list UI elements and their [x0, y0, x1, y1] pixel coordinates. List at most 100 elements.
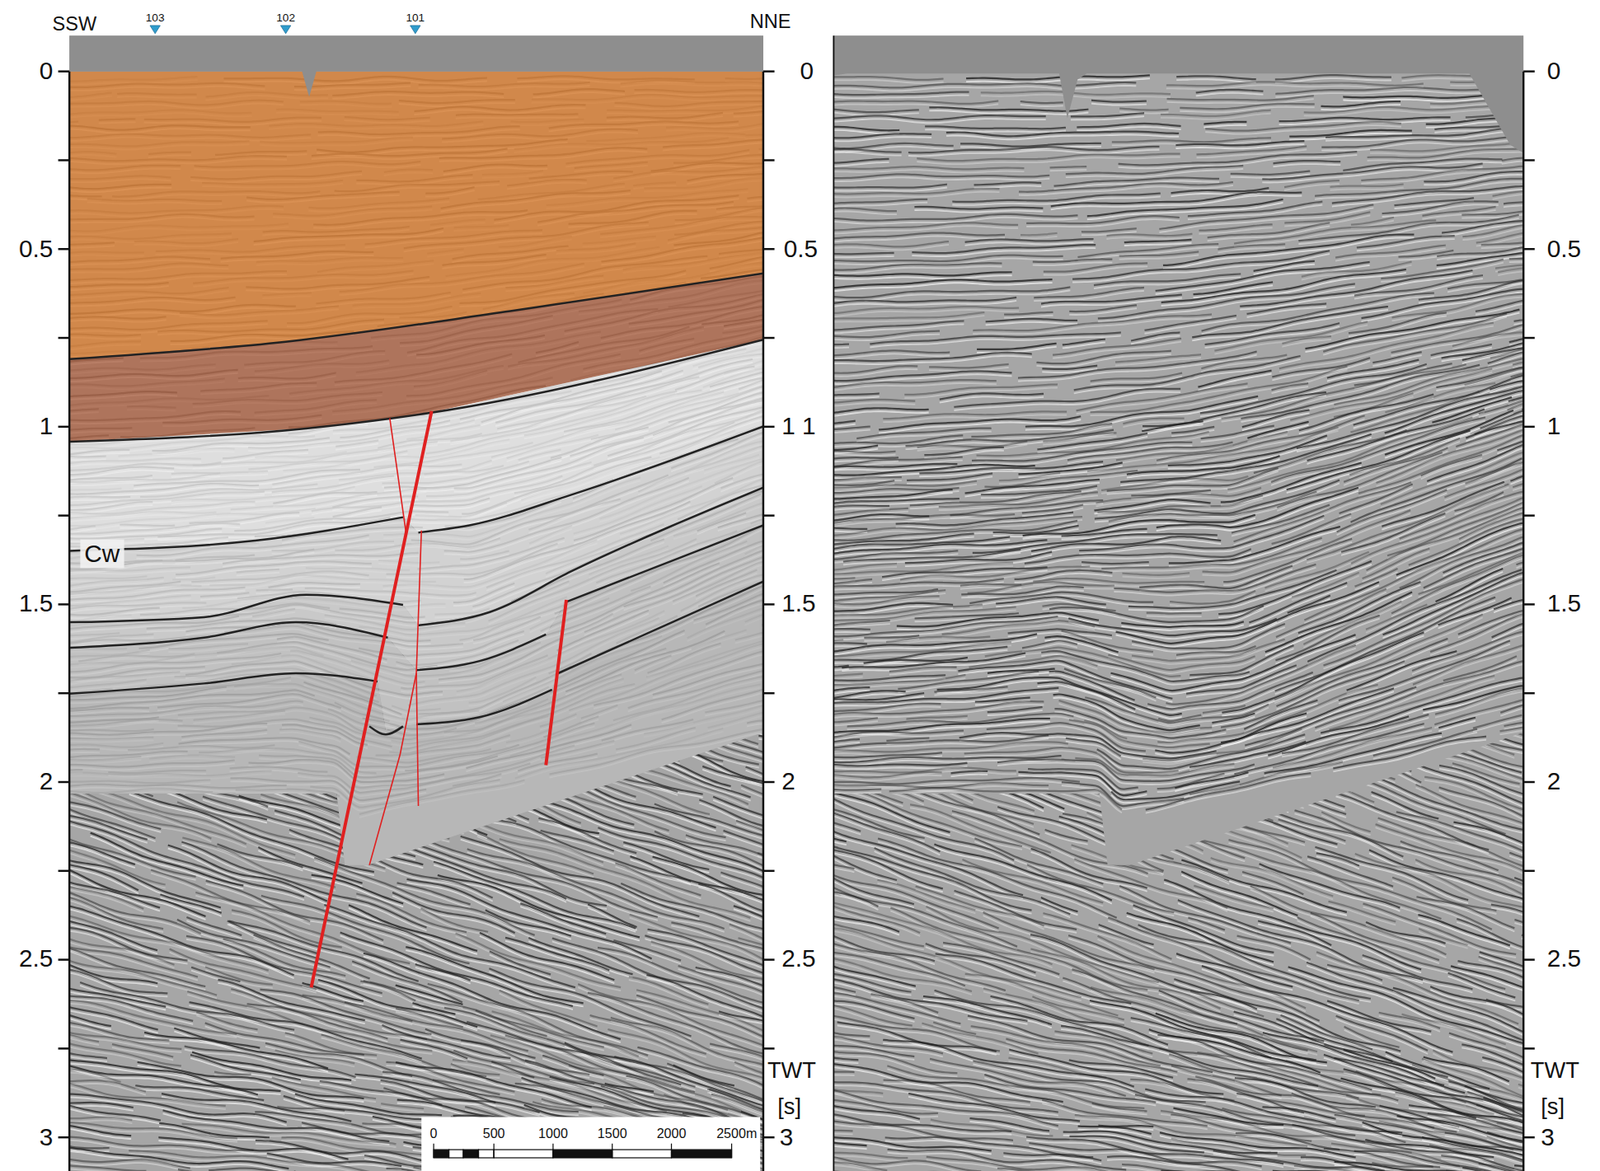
reflector-trough	[205, 1022, 365, 1056]
fault-line	[311, 411, 432, 988]
reflector-trough	[348, 905, 478, 952]
reflector-trough	[1091, 100, 1147, 103]
horizon-line	[416, 634, 546, 671]
reflector-peak	[69, 1022, 169, 1044]
reflector-peak	[552, 941, 764, 1027]
reflector-trough	[1167, 95, 1314, 100]
reflector-peak	[69, 1003, 237, 1038]
reflector-peak	[69, 1097, 287, 1126]
reflector-trough	[214, 1072, 252, 1075]
seismic-panel	[833, 35, 1524, 1171]
reflector-peak	[364, 857, 493, 902]
reflector-peak	[348, 908, 478, 955]
reflector-peak	[177, 923, 331, 972]
reflector-peak	[410, 845, 607, 910]
unit-band	[69, 581, 764, 866]
reflector-peak	[741, 788, 764, 827]
reflector-trough	[69, 789, 212, 840]
reflector-peak	[597, 830, 763, 909]
reflector-trough	[191, 967, 240, 982]
reflector-trough	[833, 108, 919, 113]
reflector-trough	[980, 91, 1171, 95]
reflector-peak	[182, 840, 336, 891]
reflector-trough	[69, 1006, 159, 1030]
reflector-trough	[380, 1080, 540, 1113]
reflector-trough	[69, 946, 217, 996]
reflector-peak	[1020, 104, 1064, 107]
reflector-peak	[833, 95, 969, 99]
reflector-peak	[385, 1065, 515, 1096]
reflector-trough	[420, 908, 488, 933]
reflector-peak	[1091, 103, 1147, 106]
horizon-line	[558, 581, 764, 674]
reflector-trough	[538, 818, 637, 854]
reflector-peak	[69, 821, 196, 881]
fault-line	[416, 530, 422, 807]
horizon-line	[566, 525, 764, 603]
reflector-peak	[69, 1167, 146, 1171]
horizon-line	[69, 595, 404, 623]
reflector-trough	[966, 75, 1150, 80]
reflector-trough	[833, 75, 944, 80]
fault-line	[545, 600, 567, 766]
horizon-line	[69, 622, 388, 648]
reflector-peak	[833, 79, 944, 84]
reflector-peak	[69, 1108, 132, 1124]
reflector-trough	[178, 1169, 259, 1171]
reflector-trough	[1166, 81, 1424, 86]
reflector-trough	[597, 947, 764, 1014]
reflector-trough	[427, 984, 648, 1056]
reflector-trough	[1020, 101, 1064, 104]
reflector-trough	[1119, 108, 1169, 111]
reflector-trough	[356, 893, 467, 933]
reflector-peak	[69, 1033, 99, 1046]
reflector-trough	[112, 1044, 174, 1057]
reflector-peak	[69, 815, 148, 844]
reflector-trough	[69, 1105, 132, 1121]
reflector-trough	[208, 1168, 313, 1171]
reflector-trough	[1176, 75, 1257, 80]
reflector-trough	[69, 952, 158, 984]
reflector-peak	[980, 94, 1171, 99]
reflector-peak	[69, 1100, 134, 1112]
reflector-peak	[1196, 93, 1264, 97]
reflector-trough	[685, 835, 764, 868]
reflector-trough	[636, 990, 764, 1049]
fault-line	[389, 418, 407, 535]
reflector-peak	[1074, 85, 1136, 90]
reflector-peak	[69, 896, 164, 933]
reflector-trough	[216, 844, 303, 869]
reflector-peak	[833, 86, 1065, 91]
reflector-trough	[1074, 82, 1136, 86]
reflector-trough	[351, 961, 463, 1004]
horizon-line	[418, 426, 764, 533]
reflector-peak	[433, 865, 636, 933]
reflector-trough	[69, 963, 168, 995]
horizon-line	[369, 726, 404, 735]
reflector-trough	[186, 917, 242, 936]
reflector-peak	[833, 103, 999, 108]
reflector-peak	[1167, 98, 1314, 104]
reflector-trough	[407, 879, 653, 959]
reflector-peak	[69, 1009, 159, 1033]
reflector-trough	[69, 980, 166, 1008]
reflector-peak	[381, 1028, 511, 1062]
horizon-line	[416, 689, 553, 725]
reflector-peak	[69, 956, 158, 987]
reflector-peak	[69, 881, 160, 911]
reflector-peak	[644, 938, 764, 989]
reflector-peak	[380, 857, 423, 869]
seismic-panel	[69, 35, 764, 1171]
reflector-trough	[833, 100, 999, 104]
reflector-peak	[69, 1075, 146, 1095]
reflector-peak	[1176, 79, 1257, 83]
reflector-trough	[363, 953, 621, 1040]
reflector-peak	[340, 935, 573, 1010]
reflector-trough	[833, 92, 969, 96]
horizon-line	[69, 339, 764, 442]
reflector-trough	[69, 800, 155, 839]
reflector-peak	[150, 872, 310, 925]
reflector-trough	[182, 837, 336, 887]
